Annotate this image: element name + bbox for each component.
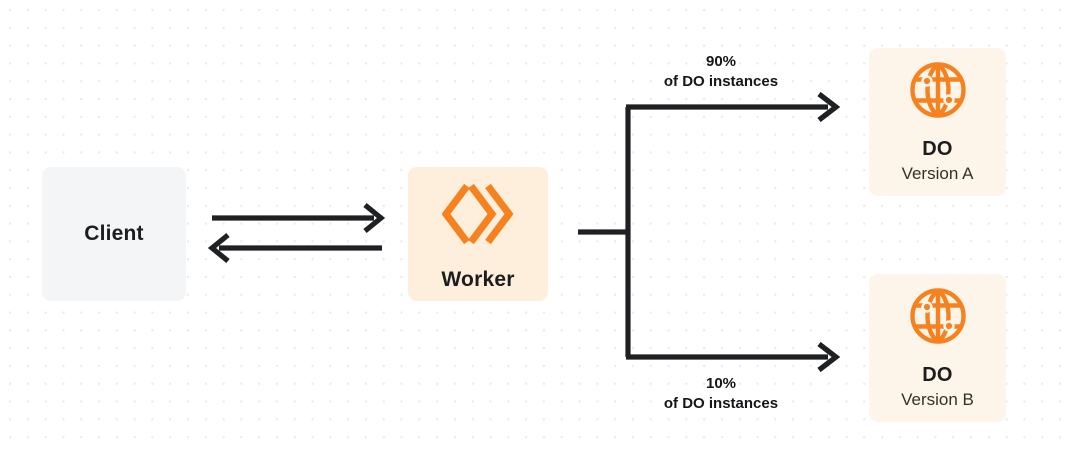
arrow-worker-to-client xyxy=(207,232,382,264)
node-do-version-a-title: DO xyxy=(922,138,953,160)
arrow-client-to-worker xyxy=(212,202,386,234)
cloudflare-workers-chevrons-icon xyxy=(441,182,514,246)
edge-label-do-a-percent: 90% xyxy=(705,53,737,70)
globe-icon xyxy=(908,60,968,120)
node-client[interactable]: Client xyxy=(42,167,186,301)
node-do-version-a[interactable]: DO Version A xyxy=(869,48,1006,196)
arrow-worker-to-do-b xyxy=(626,341,841,373)
node-do-version-b-subtitle: Version B xyxy=(901,390,974,409)
edge-label-do-b-percent: 10% xyxy=(705,375,737,392)
edge-label-do-b: 10% of DO instances xyxy=(633,374,809,414)
node-worker-title: Worker xyxy=(441,268,515,291)
edge-label-do-a: 90% of DO instances xyxy=(633,52,809,92)
node-do-version-b-title: DO xyxy=(922,364,953,386)
edge-worker-split-stub xyxy=(578,107,631,357)
edge-label-do-b-description: of DO instances xyxy=(663,394,779,412)
node-worker[interactable]: Worker xyxy=(408,167,548,301)
node-client-title: Client xyxy=(84,222,144,245)
node-do-version-a-subtitle: Version A xyxy=(901,164,974,183)
edge-label-do-a-description: of DO instances xyxy=(663,72,779,90)
arrow-worker-to-do-a xyxy=(626,91,841,123)
globe-icon xyxy=(908,286,968,346)
node-do-version-b[interactable]: DO Version B xyxy=(869,274,1006,422)
